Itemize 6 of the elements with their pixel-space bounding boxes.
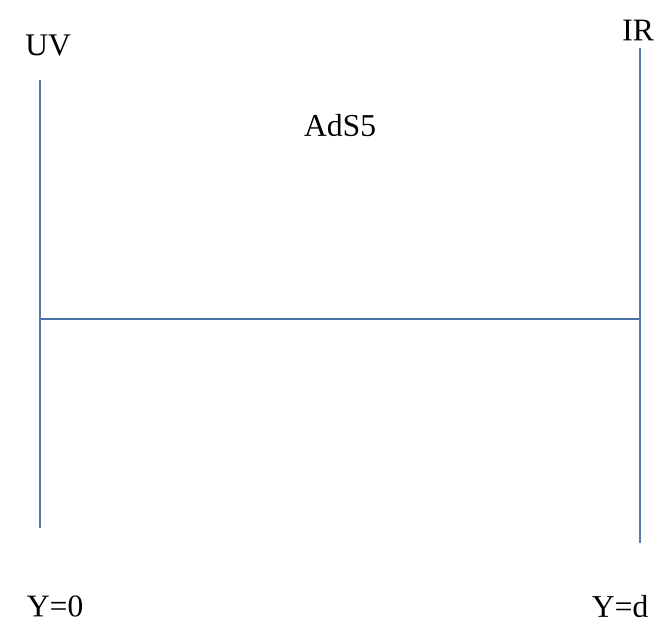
brane-label: IR bbox=[623, 20, 654, 40]
space-label: AdS5 bbox=[304, 114, 375, 136]
connecting-line bbox=[41, 318, 639, 320]
brane-label: UV bbox=[26, 34, 70, 56]
position-label: Y=0 bbox=[27, 595, 82, 617]
position-label: Y=d bbox=[592, 594, 648, 618]
